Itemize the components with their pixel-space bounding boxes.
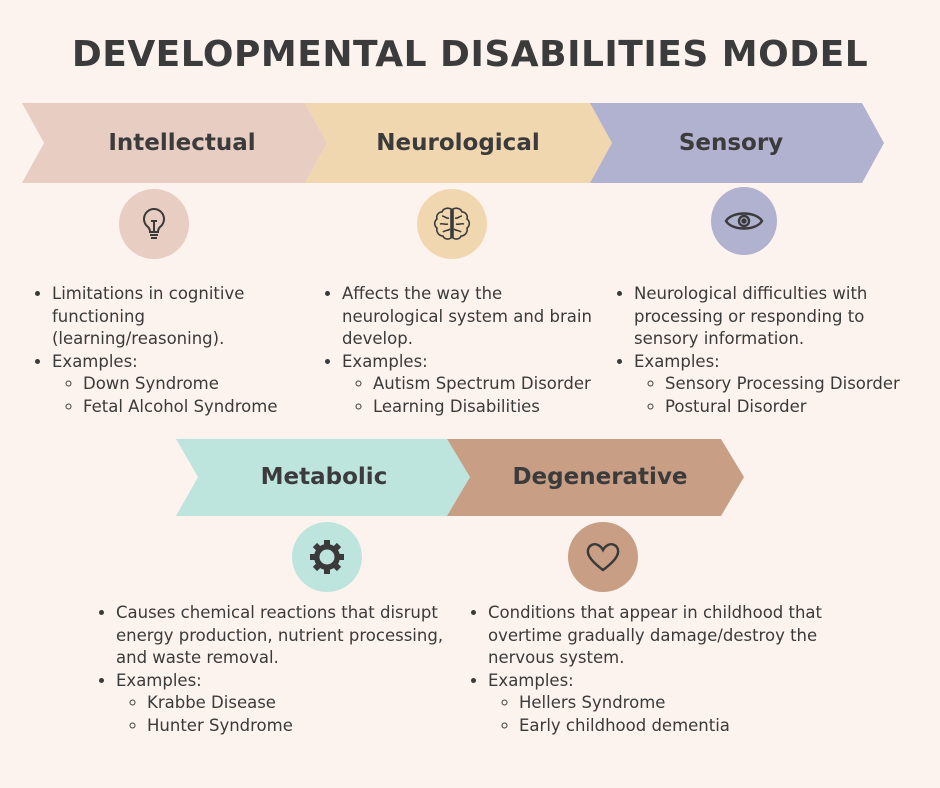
examples-label: Examples: [634, 351, 720, 371]
gear-icon [292, 522, 362, 592]
examples-label: Examples: [52, 351, 138, 371]
category-label-degenerative: Degenerative [512, 464, 688, 490]
category-label-neurological: Neurological [376, 130, 540, 156]
description-text: Neurological difficulties with processin… [634, 283, 914, 351]
category-label-intellectual: Intellectual [108, 130, 256, 156]
description-neurological: Affects the way the neurological system … [322, 283, 602, 419]
description-sensory: Neurological difficulties with processin… [614, 283, 914, 419]
examples-label: Examples: [342, 351, 428, 371]
brain-icon [417, 189, 487, 259]
example-item: Learning Disabilities [373, 396, 602, 419]
description-text: Limitations in cognitive functioning (le… [52, 283, 302, 351]
example-item: Early childhood dementia [519, 715, 838, 738]
description-metabolic: Causes chemical reactions that disrupt e… [96, 602, 456, 738]
example-item: Fetal Alcohol Syndrome [83, 396, 302, 419]
category-label-sensory: Sensory [678, 130, 784, 156]
arrow-intellectual [22, 103, 327, 183]
category-label-metabolic: Metabolic [260, 464, 388, 490]
example-item: Krabbe Disease [147, 692, 456, 715]
example-item: Postural Disorder [665, 396, 914, 419]
example-item: Hellers Syndrome [519, 692, 838, 715]
arrow-degenerative [447, 439, 744, 516]
example-item: Down Syndrome [83, 373, 302, 396]
arrow-metabolic [176, 439, 470, 516]
arrow-neurological [305, 103, 612, 183]
description-degenerative: Conditions that appear in childhood that… [468, 602, 838, 738]
page-title: DEVELOPMENTAL DISABILITIES MODEL [71, 34, 869, 75]
arrow-sensory [590, 103, 884, 183]
lightbulb-icon [119, 189, 189, 259]
description-text: Conditions that appear in childhood that… [488, 602, 838, 670]
eye-icon [711, 187, 777, 255]
example-item: Hunter Syndrome [147, 715, 456, 738]
example-item: Autism Spectrum Disorder [373, 373, 602, 396]
heart-icon [568, 522, 638, 592]
description-text: Causes chemical reactions that disrupt e… [116, 602, 456, 670]
example-item: Sensory Processing Disorder [665, 373, 914, 396]
examples-label: Examples: [488, 670, 574, 690]
description-intellectual: Limitations in cognitive functioning (le… [32, 283, 302, 419]
examples-label: Examples: [116, 670, 202, 690]
description-text: Affects the way the neurological system … [342, 283, 602, 351]
